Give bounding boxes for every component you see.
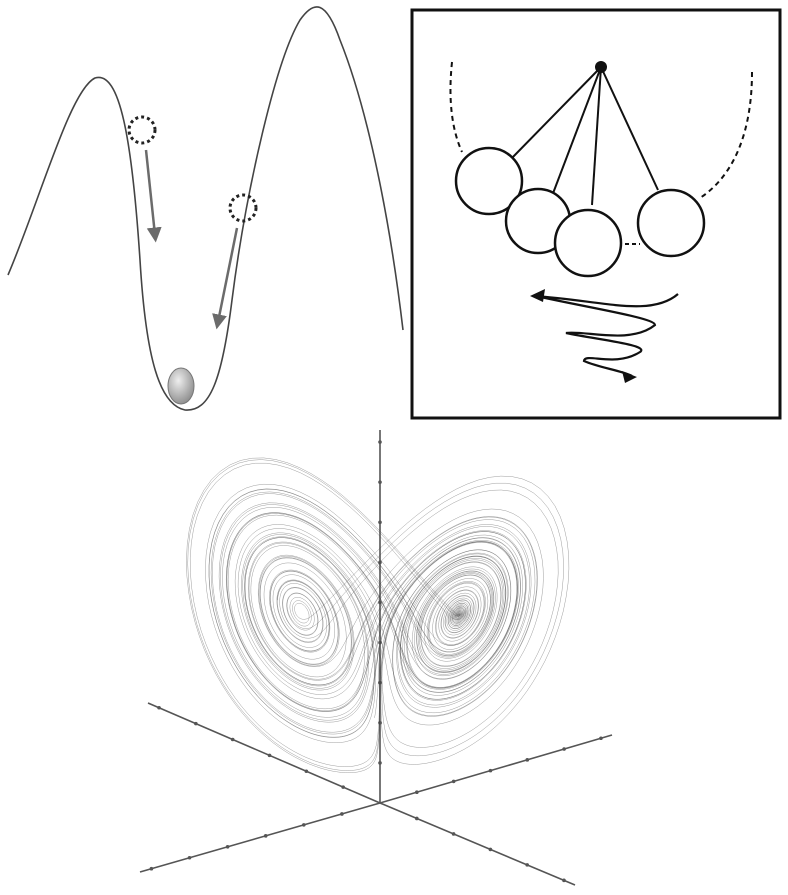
axis-tick (302, 823, 306, 827)
lorenz-attractor-panel (140, 430, 612, 885)
axis-tick (150, 867, 154, 871)
energy-landscape-panel (8, 7, 403, 410)
potential-curve (8, 7, 403, 410)
axis-tick (188, 856, 192, 860)
bob-3 (555, 210, 621, 276)
axis-tick (489, 848, 493, 852)
attractor-trajectory (186, 458, 569, 773)
pivot-point (595, 61, 607, 73)
start-ball-right (230, 195, 256, 221)
axis-tick (231, 738, 235, 742)
axis-tick (525, 863, 529, 867)
attractor-curve (186, 458, 569, 773)
axis-ticks (150, 440, 603, 882)
axis-tick (340, 812, 344, 816)
axis-tick (305, 769, 309, 773)
axis-tick (562, 747, 566, 751)
axis-tick (268, 754, 272, 758)
axis-tick (378, 520, 382, 524)
start-ball-left (129, 117, 155, 143)
x-axis-neg (380, 803, 575, 885)
axis-tick (452, 832, 456, 836)
axis-tick (378, 440, 382, 444)
axis-tick (489, 769, 493, 773)
x-axis (148, 703, 380, 803)
fall-arrow-right (218, 228, 237, 322)
fall-arrow-left (146, 150, 155, 235)
resting-ball (168, 368, 194, 404)
y-axis (380, 735, 612, 803)
axis-tick (194, 722, 198, 726)
axis-tick (415, 817, 419, 821)
axis-tick (264, 834, 268, 838)
axis-tick (378, 761, 382, 765)
axis-tick (526, 758, 530, 762)
axis-tick (562, 879, 566, 883)
damped-pendulum-panel (412, 10, 780, 418)
axis-tick (226, 845, 230, 849)
axis-tick (341, 785, 345, 789)
axis-tick (378, 480, 382, 484)
axis-tick (415, 790, 419, 794)
axis-tick (157, 706, 161, 710)
bob-4 (638, 190, 704, 256)
axis-tick (452, 780, 456, 784)
axis-tick (599, 736, 603, 740)
y-axis-neg (140, 803, 380, 872)
